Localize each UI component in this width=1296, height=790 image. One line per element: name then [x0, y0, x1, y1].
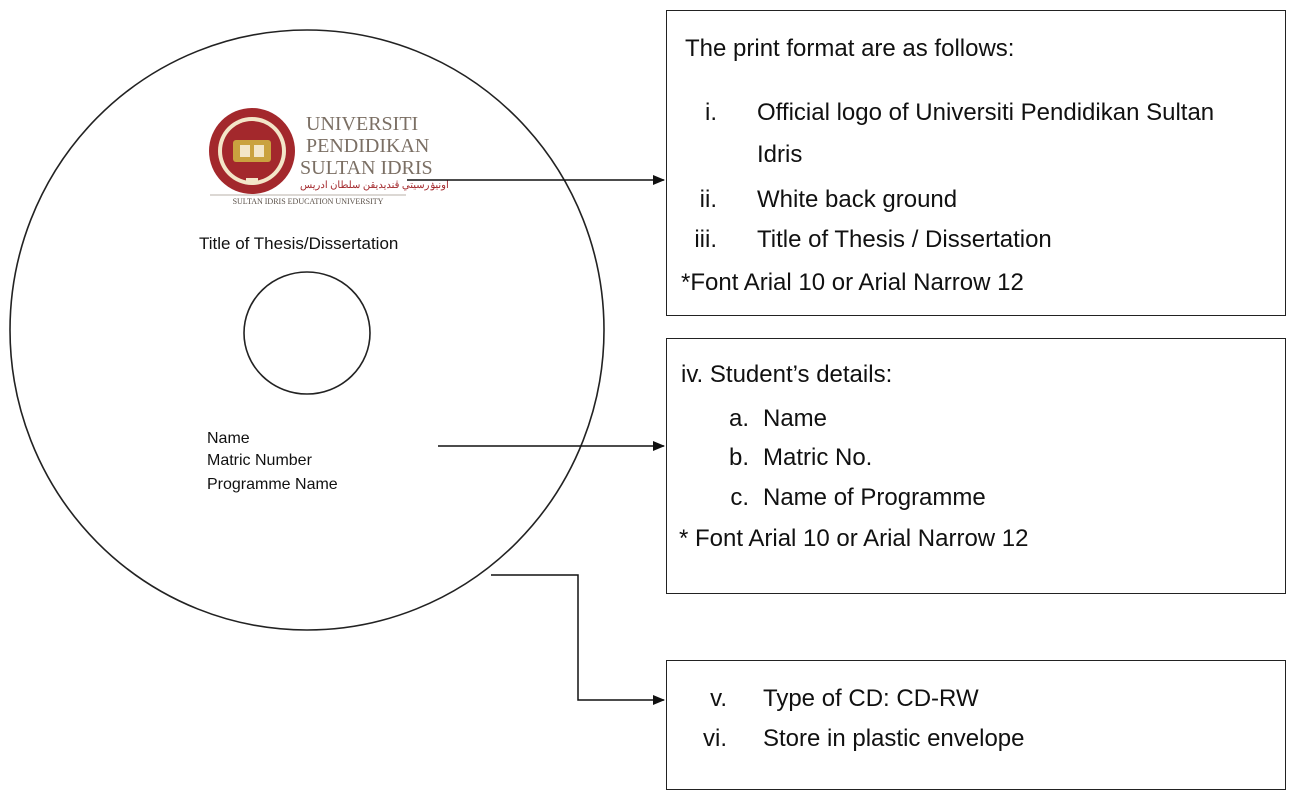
list-number: a.: [728, 405, 749, 432]
student-details-box: iv. Student’s details: a. Name b. Matric…: [666, 338, 1286, 594]
list-text: Name: [763, 405, 828, 432]
list-number: c.: [730, 484, 749, 511]
disc-student-name: Name: [207, 430, 250, 447]
list-text: Official logo of Universiti Pendidikan S…: [757, 99, 1215, 126]
format-font-note: *Font Arial 10 or Arial Narrow 12: [681, 269, 1024, 296]
logo-jawi-text: اونيۏرسيتي ڤنديديقن سلطان ادريس: [300, 180, 449, 191]
list-text: Title of Thesis / Dissertation: [757, 226, 1052, 253]
list-text: Name of Programme: [763, 484, 986, 511]
cd-type-box: v. Type of CD: CD-RW vi. Store in plasti…: [666, 660, 1286, 790]
list-number: b.: [728, 444, 749, 471]
disc-student-matric: Matric Number: [207, 452, 312, 469]
print-format-heading: The print format are as follows:: [685, 35, 1015, 62]
diagram-canvas: UNIVERSITI PENDIDIKAN SULTAN IDRIS اونيۏ…: [9, 29, 665, 705]
student-details-heading: iv. Student’s details:: [681, 361, 893, 388]
list-number: ii.: [699, 186, 717, 213]
university-seal-icon: [209, 108, 295, 194]
wordmark-line-3: SULTAN IDRIS: [300, 157, 433, 179]
list-number: v.: [710, 685, 727, 712]
print-format-box: The print format are as follows: i. Offi…: [666, 10, 1286, 316]
disc-student-programme: Programme Name: [207, 476, 338, 493]
list-text: Store in plastic envelope: [763, 725, 1025, 752]
list-number: iii.: [694, 226, 717, 253]
details-font-note: * Font Arial 10 or Arial Narrow 12: [679, 525, 1029, 552]
list-text: Type of CD: CD-RW: [763, 685, 979, 712]
list-text: Matric No.: [763, 444, 873, 471]
arrow-disc-to-cd-box: [491, 574, 665, 705]
list-number: i.: [705, 99, 717, 126]
list-text: Idris: [757, 141, 803, 168]
logo-tagline: SULTAN IDRIS EDUCATION UNIVERSITY: [233, 197, 384, 206]
cd-center-hole: [243, 271, 371, 395]
wordmark-line-1: UNIVERSITI: [306, 113, 418, 135]
wordmark-line-2: PENDIDIKAN: [306, 135, 429, 157]
university-wordmark: UNIVERSITI PENDIDIKAN SULTAN IDRIS اونيۏ…: [300, 113, 449, 191]
list-text: White back ground: [757, 186, 958, 213]
list-number: vi.: [703, 725, 727, 752]
disc-title-text: Title of Thesis/Dissertation: [199, 234, 399, 253]
